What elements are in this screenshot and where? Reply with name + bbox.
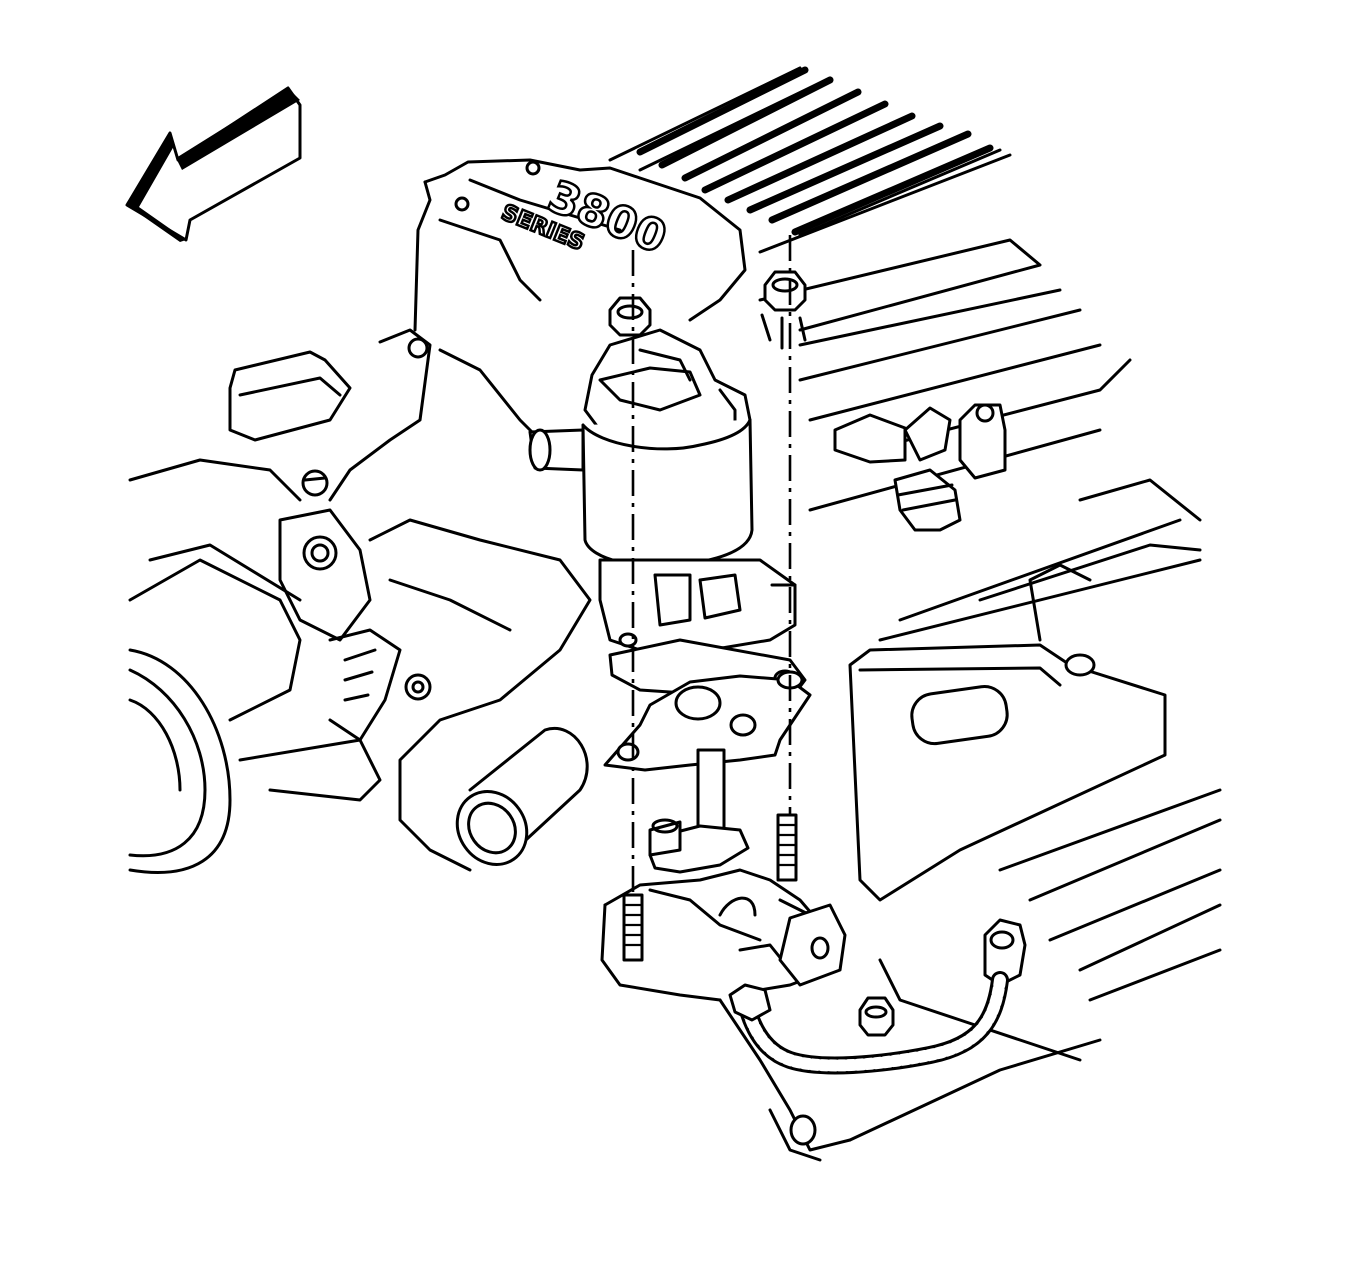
oxygen-sensor-wire [728, 971, 1009, 1075]
exhaust-nut [858, 996, 895, 1037]
coolant-hose [455, 726, 589, 866]
front-direction-arrow-icon [125, 86, 302, 242]
alignment-centerlines [631, 235, 792, 940]
oxygen-sensor [983, 918, 1027, 987]
engine-left-components [128, 328, 592, 874]
egr-valve [528, 328, 807, 702]
egr-port-tube [648, 748, 750, 874]
egr-valve-gasket [603, 670, 812, 772]
mounting-stud-right [776, 813, 798, 882]
sensor-connector [833, 403, 1007, 532]
mounting-stud-left [622, 893, 644, 962]
egr-valve-nut-right [760, 270, 807, 350]
manifold-emboss-large: 3800 [541, 171, 674, 264]
exhaust-heat-shield [848, 478, 1222, 1142]
egr-mounting-base [600, 868, 852, 1162]
egr-valve-nut-left [608, 296, 652, 337]
